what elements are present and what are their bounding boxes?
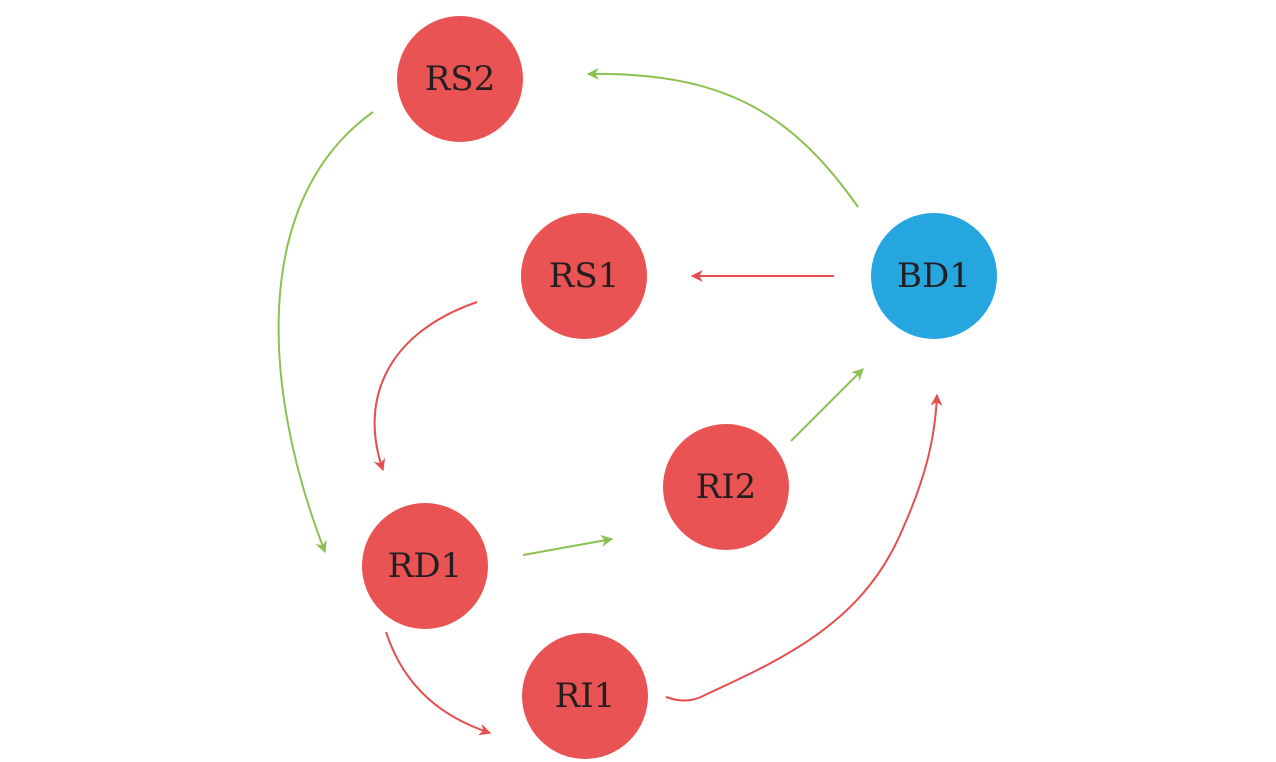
edge-rs2-to-rd1 [277,111,374,554]
node-ri1: RI1 [522,633,648,759]
node-bd1-label: BD1 [897,256,971,296]
edge-rd1-to-ri1 [385,631,492,736]
node-bd1-circle [871,213,997,339]
edges-layer [277,67,943,736]
nodes-layer: RS2 RS1 BD1 RI2 RD1 RI1 [362,16,997,759]
node-rs1: RS1 [521,213,647,339]
edge-ri2-to-bd1 [790,368,864,442]
node-rs2-circle [397,16,523,142]
node-rd1-circle [362,503,488,629]
node-ri2-label: RI2 [696,467,757,507]
edge-bd1-to-rs2 [586,67,859,208]
node-ri2-circle [663,424,789,550]
node-ri1-circle [522,633,648,759]
node-ri1-label: RI1 [555,676,616,716]
node-rd1-label: RD1 [388,546,463,586]
node-rs2-label: RS2 [425,59,496,99]
node-rs1-label: RS1 [549,256,620,296]
edge-rs1-to-rd1 [373,301,478,472]
edge-rd1-to-ri2 [522,535,614,556]
node-ri2: RI2 [663,424,789,550]
node-bd1: BD1 [871,213,997,339]
node-rs2: RS2 [397,16,523,142]
edge-ri1-to-bd1 [665,393,943,702]
node-rd1: RD1 [362,503,488,629]
node-rs1-circle [521,213,647,339]
